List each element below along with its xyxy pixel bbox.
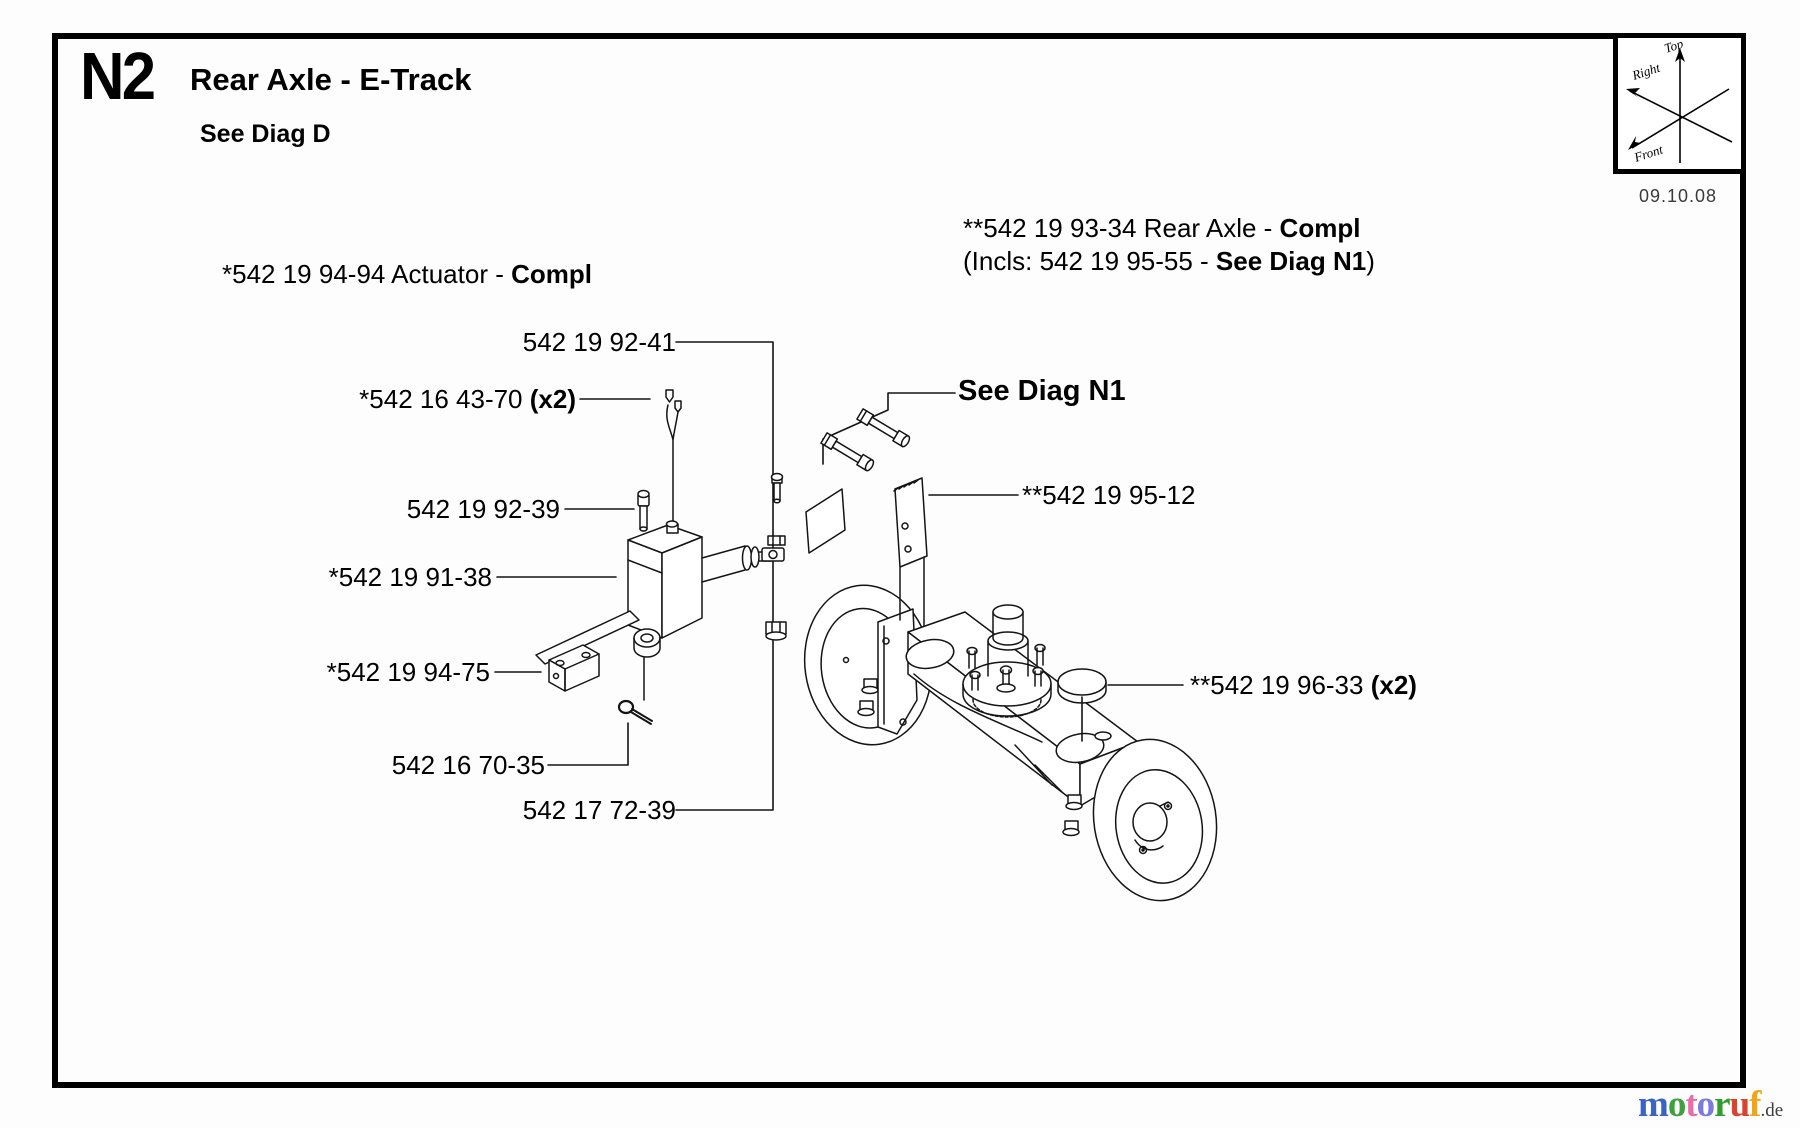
- see-diag-n1-reference: See Diag N1: [958, 375, 1126, 407]
- page-title: Rear Axle - E-Track: [190, 62, 472, 97]
- part-label-542-19-92-41: 542 19 92-41: [522, 327, 676, 357]
- part-label-542-19-92-39: 542 19 92-39: [406, 494, 560, 524]
- part-label-542-16-43-70: *542 16 43-70 (x2): [359, 384, 576, 414]
- part-label-542-19-96-33: **542 19 96-33 (x2): [1190, 670, 1417, 700]
- part-label-542-16-70-35: 542 16 70-35: [391, 750, 545, 780]
- motoruf-logo-domain-suffix: .de: [1760, 1100, 1784, 1121]
- motoruf-logo[interactable]: motoruf.de: [1638, 1083, 1783, 1126]
- motoruf-logo-letters: motoruf: [1638, 1084, 1762, 1125]
- part-label-542-19-91-38: *542 19 91-38: [328, 562, 492, 592]
- part-label-542-19-94-75: *542 19 94-75: [326, 657, 490, 687]
- part-label-542-17-72-39: 542 17 72-39: [522, 795, 676, 825]
- note-rear-axle-compl: **542 19 93-34 Rear Axle - Compl (Incls:…: [963, 213, 1375, 276]
- part-label-542-19-95-12: **542 19 95-12: [1022, 480, 1196, 510]
- see-diag-d-reference: See Diag D: [200, 120, 331, 148]
- note-actuator-compl: *542 19 94-94 Actuator - Compl: [222, 259, 592, 289]
- page-border: [52, 33, 1746, 1088]
- diagram-id: N2: [80, 39, 156, 114]
- axis-label-top: Top: [1662, 38, 1685, 56]
- orientation-box: Top Right Front: [1613, 33, 1746, 174]
- revision-date: 09.10.08: [1638, 186, 1718, 206]
- orientation-axes-icon: Top Right Front: [1626, 38, 1733, 165]
